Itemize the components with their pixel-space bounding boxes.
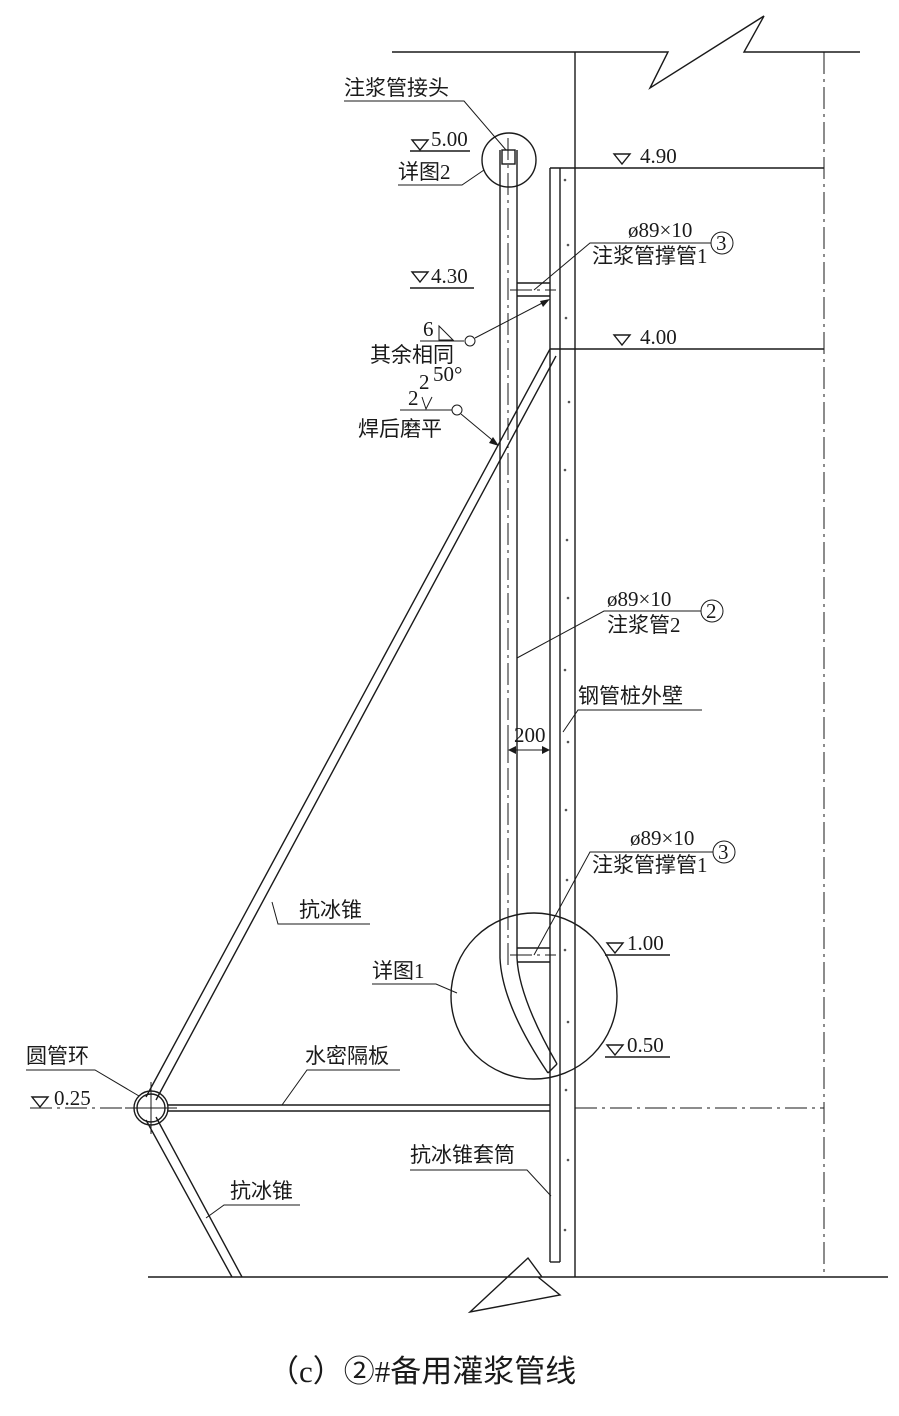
elev-025: 0.25 xyxy=(30,1086,91,1110)
figure-caption: （c）②#备用灌浆管线 xyxy=(268,1354,576,1389)
ice-cone-lower-leader xyxy=(205,1204,300,1219)
brace-spec-bot: ø89×10 xyxy=(630,826,694,850)
elev-100: 1.00 xyxy=(605,931,670,956)
grout-joint-label: 注浆管接头 xyxy=(344,76,449,100)
pipe-name: 注浆管2 xyxy=(607,613,681,637)
pipe-spec: ø89×10 xyxy=(607,587,671,611)
elev-400: 4.00 xyxy=(612,325,677,349)
sleeve-leader xyxy=(410,1169,552,1197)
pipe-num: 2 xyxy=(706,599,717,623)
brace-name-top: 注浆管撑管1 xyxy=(592,244,708,268)
pipe-leader xyxy=(516,610,701,659)
brace-num-bot: 3 xyxy=(718,840,729,864)
ice-cone-upper-label: 抗冰锥 xyxy=(299,898,362,922)
elev-025-label: 0.25 xyxy=(54,1086,91,1110)
elev-490: 4.90 xyxy=(612,144,677,168)
ice-cone-lower xyxy=(145,1116,243,1278)
elev-050-label: 0.50 xyxy=(627,1033,664,1057)
brace-spec-top: ø89×10 xyxy=(628,218,692,242)
weld2-circle xyxy=(451,404,463,416)
elev-430-label: 4.30 xyxy=(431,264,468,288)
partition-label: 水密隔板 xyxy=(305,1044,389,1068)
bottom-break-line xyxy=(148,1256,888,1314)
weld-all-around-circle xyxy=(464,335,476,347)
elev-050: 0.50 xyxy=(605,1033,670,1058)
ice-cone-sleeve xyxy=(549,167,575,1263)
round-pipe-ring xyxy=(125,1082,177,1134)
ice-cone-upper-leader xyxy=(271,901,370,925)
ring-label: 圆管环 xyxy=(26,1044,89,1068)
elev-500-label: 5.00 xyxy=(431,127,468,151)
pile-outline xyxy=(148,15,888,1314)
detail2-leader xyxy=(398,169,485,186)
elev-100-label: 1.00 xyxy=(627,931,664,955)
weld2-a: 2 xyxy=(419,370,430,394)
elev-430: 4.30 xyxy=(410,264,474,289)
wall-label: 钢管桩外壁 xyxy=(578,684,683,708)
ice-cone-upper xyxy=(145,348,557,1101)
weld-same-label: 其余相同 xyxy=(370,343,454,367)
wall-leader xyxy=(562,709,702,733)
weld-angle-label: 50° xyxy=(433,362,462,386)
grout-pipe-joint xyxy=(501,149,516,165)
partition-leader xyxy=(281,1069,400,1106)
brace-bot-leader xyxy=(533,851,713,956)
brace-num-top: 3 xyxy=(716,231,727,255)
ring-leader xyxy=(26,1069,140,1097)
detail2-label: 详图2 xyxy=(398,160,451,184)
detail1-label: 详图1 xyxy=(372,959,425,983)
weld-leader-grind xyxy=(460,413,498,445)
grout-joint-leader xyxy=(344,100,507,151)
weld-leader-top xyxy=(474,299,549,339)
dimension-200: 200 xyxy=(507,723,551,760)
brace-top-leader xyxy=(533,242,711,291)
watertight-partition xyxy=(30,1104,550,1112)
sleeve-label: 抗冰锥套筒 xyxy=(410,1143,515,1167)
brace-name-bot: 注浆管撑管1 xyxy=(592,853,708,877)
elev-500: 5.00 xyxy=(410,127,470,152)
brace-pipe-upper xyxy=(510,282,556,297)
top-break-line xyxy=(392,15,860,90)
dim-200-label: 200 xyxy=(514,723,546,747)
detail-1-circle xyxy=(450,912,618,1080)
ice-cone-lower-label: 抗冰锥 xyxy=(230,1179,293,1203)
concrete-hatch xyxy=(563,178,571,1232)
elev-400-label: 4.00 xyxy=(640,325,677,349)
weld-size: 6 xyxy=(423,317,434,341)
weld-fillet-symbol xyxy=(438,324,455,341)
brace-pipe-lower xyxy=(510,947,556,963)
weld2-b: 2 xyxy=(408,386,419,410)
grout-pipe-2 xyxy=(499,138,558,1074)
detail-2-circle xyxy=(481,132,537,188)
elev-490-label: 4.90 xyxy=(640,144,677,168)
weld-grind-label: 焊后磨平 xyxy=(358,417,442,441)
weld-v-symbol xyxy=(421,396,433,411)
detail1-leader xyxy=(372,983,458,994)
